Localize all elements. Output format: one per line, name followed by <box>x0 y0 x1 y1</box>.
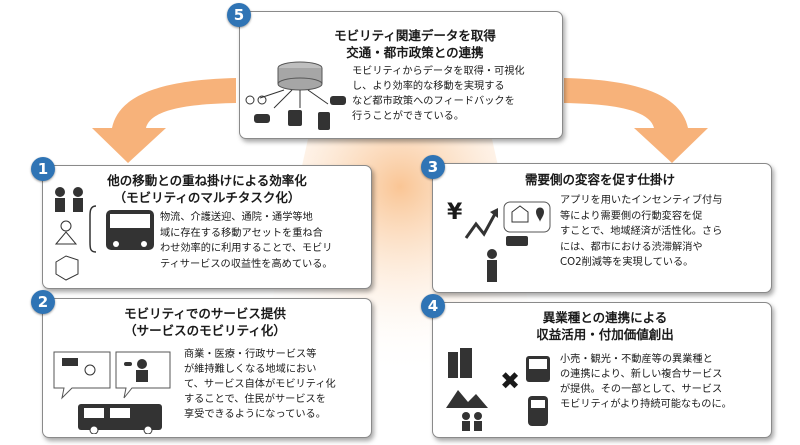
panel-1-title: 他の移動との重ね掛けによる効率化 （モビリティのマルチタスク化） <box>72 172 342 206</box>
demand-change-icon <box>464 201 551 282</box>
panel-2-body-line-1: 商業・医療・行政サービス等 <box>184 349 317 360</box>
panel-4-body: 小売・観光・不動産等の異業種と の連携により、新しい複合サービス が提供。その一… <box>560 352 770 412</box>
panel-1-title-line-2: （モビリティのマルチタスク化） <box>113 190 301 205</box>
panel-4-body-line-4: モビリティがより持続可能なものに。 <box>560 399 732 410</box>
panel-3-body-line-5: CO2削減等を実現している。 <box>560 257 694 268</box>
panel-1 <box>42 165 372 289</box>
panel-2-title-line-2: （サービスのモビリティ化） <box>124 323 286 338</box>
panel-4 <box>432 302 772 438</box>
panel-3-body-line-3: すことで、地域経済が活性化。さら <box>560 226 723 237</box>
panel-5-body-line-3: など都市政策へのフィードバックを <box>352 96 515 107</box>
panel-5-title-line-2: 交通・都市政策との連携 <box>346 45 484 60</box>
panel-1-body: 物流、介護送迎、通院・通学等地 域に存在する移動アセットを重ね合 わせ効率的に利… <box>160 210 370 272</box>
cross-industry-icon <box>446 348 550 431</box>
badge-1: 1 <box>31 157 55 181</box>
panel-5-body-line-1: モビリティからデータを取得・可視化 <box>352 66 525 77</box>
panel-2-body-line-4: することで、住民がサービスを <box>184 394 326 405</box>
multitask-people-bus-icon <box>54 187 154 281</box>
panel-2-body-line-5: 享受できるようになっている。 <box>184 409 326 420</box>
panel-3-title-line-1: 需要側の変容を促す仕掛け <box>524 172 675 187</box>
panel-1-body-line-3: わせ効率的に利用することで、モビリ <box>160 243 333 254</box>
panel-5-body-line-4: 行うことができている。 <box>352 111 465 122</box>
service-vehicle-icon <box>53 351 171 434</box>
panel-4-title-line-2: 収益活用・付加価値創出 <box>536 327 674 342</box>
times-icon: ✖ <box>500 367 521 395</box>
panel-4-body-line-3: が提供。その一部として、サービス <box>560 384 723 395</box>
panel-5-body-line-2: し、より効率的な移動を実現する <box>352 81 505 92</box>
data-server-icon <box>245 61 346 130</box>
panel-2-body: 商業・医療・行政サービス等 が維持難しくなる地域におい て、サービス自体がモビリ… <box>184 347 370 422</box>
right-arrow <box>564 78 708 163</box>
panel-2-title-line-1: モビリティでのサービス提供 <box>124 306 286 321</box>
panel-3-body-line-4: には、都市における渋滞解消や <box>560 241 703 253</box>
panel-5-title-line-1: モビリティ関連データを取得 <box>334 28 496 43</box>
panel-1-body-line-4: ティサービスの収益性を高めている。 <box>160 258 333 270</box>
panel-3-body: アプリを用いたインセンティブ付与 等により需要側の行動変容を促 すことで、地域経… <box>560 193 770 271</box>
panel-4-body-line-2: の連携により、新しい複合サービス <box>560 369 723 380</box>
yen-icon: ¥ <box>447 200 463 225</box>
panel-1-body-line-2: 域に存在する移動アセットを重ね合 <box>160 227 323 239</box>
left-arrow <box>92 78 236 163</box>
panel-4-title: 異業種との連携による 収益活用・付加価値創出 <box>480 309 730 343</box>
panel-1-body-line-1: 物流、介護送迎、通院・通学等地 <box>160 212 313 223</box>
panel-5-body: モビリティからデータを取得・可視化 し、より効率的な移動を実現する など都市政策… <box>352 64 562 124</box>
panel-3-title: 需要側の変容を促す仕掛け <box>480 171 720 188</box>
panel-3-body-line-1: アプリを用いたインセンティブ付与 <box>560 195 723 206</box>
panel-2-body-line-2: が維持難しくなる地域におい <box>184 364 317 375</box>
panel-3-body-line-2: 等により需要側の行動変容を促 <box>560 210 703 222</box>
panel-1-title-line-1: 他の移動との重ね掛けによる効率化 <box>107 173 307 188</box>
panel-2-body-line-3: て、サービス自体がモビリティ化 <box>184 379 336 390</box>
panel-2-title: モビリティでのサービス提供 （サービスのモビリティ化） <box>80 305 330 339</box>
panel-4-body-line-1: 小売・観光・不動産等の異業種と <box>560 354 713 365</box>
panel-4-title-line-1: 異業種との連携による <box>542 310 668 325</box>
badge-5: 5 <box>227 3 251 27</box>
badge-4: 4 <box>421 294 445 318</box>
badge-3: 3 <box>421 155 445 179</box>
badge-2: 2 <box>31 290 55 314</box>
panel-5-title: モビリティ関連データを取得 交通・都市政策との連携 <box>290 27 540 61</box>
